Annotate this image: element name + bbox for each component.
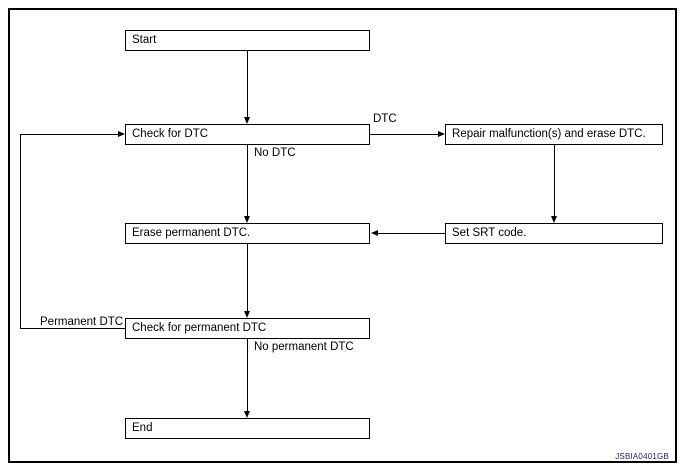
connector-check-permanent-to-end <box>247 339 248 411</box>
edge-label-no-dtc: No DTC <box>252 147 298 159</box>
connector-erase-permanent-to-check-permanent <box>247 244 248 311</box>
arrowhead-permanent-dtc-loop-to-check-dtc <box>118 130 125 137</box>
edge-label-dtc: DTC <box>371 113 399 125</box>
arrowhead-set-srt-to-erase-permanent <box>371 229 378 236</box>
connector-repair-to-set-srt <box>554 145 555 216</box>
arrowhead-start-to-check-dtc <box>243 117 250 124</box>
connector-permanent-dtc-loop-left <box>20 134 21 329</box>
node-check-for-dtc: Check for DTC <box>125 124 370 145</box>
node-set-srt-code: Set SRT code. <box>445 223 663 244</box>
connector-set-srt-to-erase-permanent <box>378 233 445 234</box>
node-check-for-permanent-dtc: Check for permanent DTC <box>125 318 370 339</box>
figure-border <box>8 8 677 463</box>
node-repair-malfunctions: Repair malfunction(s) and erase DTC. <box>445 124 663 145</box>
node-end: End <box>125 418 370 439</box>
connector-check-dtc-to-repair <box>370 134 438 135</box>
arrowhead-repair-to-set-srt <box>550 216 557 223</box>
arrowhead-check-dtc-to-repair <box>438 130 445 137</box>
arrowhead-erase-permanent-to-check-permanent <box>243 311 250 318</box>
connector-permanent-dtc-loop-top <box>20 134 118 135</box>
node-start: Start <box>125 30 370 51</box>
figure-id-label: JSBIA0401GB <box>615 452 669 461</box>
connector-permanent-dtc-loop-bottom <box>20 328 125 329</box>
edge-label-no-permanent-dtc: No permanent DTC <box>252 341 356 353</box>
connector-start-to-check-dtc <box>247 51 248 117</box>
edge-label-permanent-dtc: Permanent DTC <box>38 316 126 328</box>
connector-check-dtc-to-erase-permanent <box>247 145 248 216</box>
arrowhead-check-dtc-to-erase-permanent <box>243 216 250 223</box>
arrowhead-check-permanent-to-end <box>243 411 250 418</box>
node-erase-permanent-dtc: Erase permanent DTC. <box>125 223 370 244</box>
